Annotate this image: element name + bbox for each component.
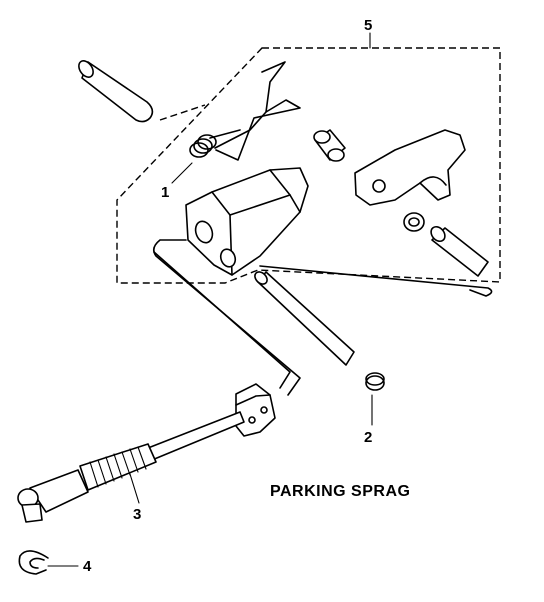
actuator-rod-inner: [153, 251, 291, 389]
return-spring: [189, 61, 301, 161]
callout-1-label: 1: [161, 184, 169, 201]
callout-5-label: 5: [364, 17, 372, 34]
rod-clevis: [235, 383, 276, 437]
rod-bushing: [365, 372, 385, 391]
callout-1-leader: [171, 162, 193, 184]
pivot-bushing: [313, 129, 346, 162]
pawl-washer: [403, 212, 425, 232]
diagram-title: PARKING SPRAG: [270, 483, 410, 500]
callout-3-label: 3: [133, 506, 141, 523]
retaining-e-clip: [18, 550, 49, 575]
shift-rod-shaft: [147, 411, 245, 461]
actuator-rod: [152, 239, 493, 396]
rod-pin: [254, 271, 355, 366]
parking-pawl: [354, 129, 466, 206]
top-left-pin: [78, 60, 154, 123]
pin-leader-dashed: [159, 104, 206, 121]
assembly-dashed-boundary: [116, 47, 501, 284]
threaded-sleeve: [79, 443, 157, 491]
callout-3-leader: [129, 473, 140, 504]
pawl-bracket: [185, 167, 309, 276]
callout-2-label: 2: [364, 429, 372, 446]
rod-end: [17, 469, 89, 523]
pawl-pivot-pin: [430, 225, 489, 277]
callout-4-label: 4: [83, 558, 92, 575]
